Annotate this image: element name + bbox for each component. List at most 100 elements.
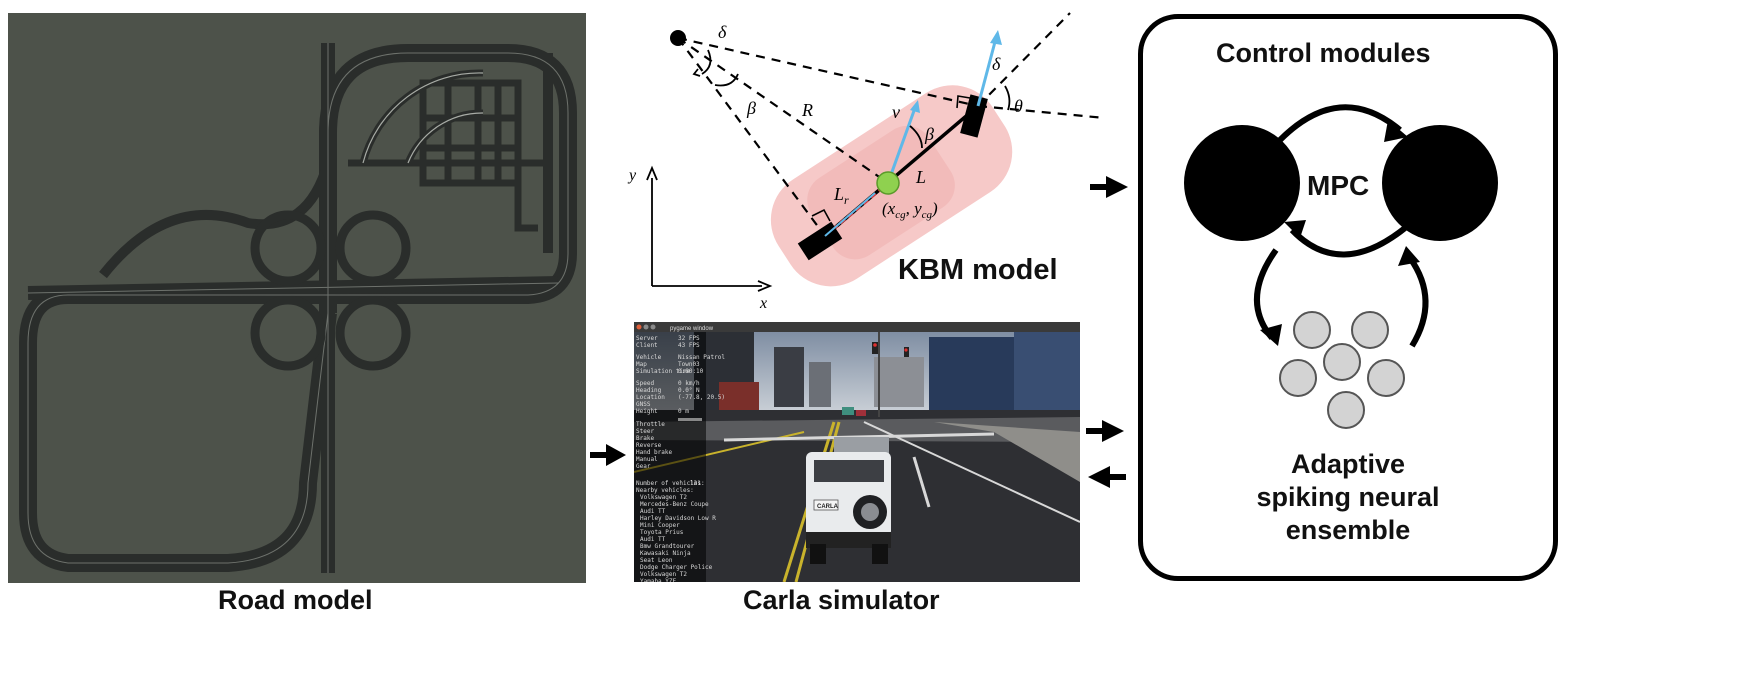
town-grid [348,69,548,232]
suv: CARLA [806,437,891,564]
neuron [1367,359,1405,397]
hud-nearby-vehicle: Harley Davidson Low R [640,515,716,522]
hud-nearby-vehicle: Volkswagen T2 [640,494,687,501]
hud-control-label: Brake [636,435,654,442]
cg-point [876,171,900,195]
icr-point [670,30,686,46]
hud-vehicles-title: Number of vehicles: [636,480,705,487]
hud-control-label: Manual [636,456,658,463]
mpc-label: MPC [1307,170,1370,201]
hud-value: 32 FPS [678,335,700,342]
front-velocity-arrow [976,37,998,107]
hud-label: Map [636,361,647,368]
hud-value: 0 m [678,408,689,415]
cg-symbol: (xcg, ycg) [882,199,938,221]
arrow-kbm-to-control [1090,176,1128,198]
beta-symbol-cg: β [924,124,934,144]
rear-axle-line [677,37,826,237]
hud-value: (-77.8, 20.5) [678,394,725,401]
hud-label: Simulation time [636,368,691,375]
neuron [1279,359,1317,397]
road-model-caption: Road model [218,585,373,615]
hud-nearby-vehicle: Kawasaki Ninja [640,550,691,557]
hud-label: Heading [636,387,662,394]
mpc-top-arrow [1277,104,1402,143]
hud-nearby-vehicle: Bmw Grandtourer [640,543,695,550]
hud-label: Vehicle [636,354,662,361]
control-modules-box [1138,14,1558,581]
hud-value: 0.0° N [678,387,700,394]
hud-value: 43 FPS [678,342,700,349]
hud-panel: Server 32 FPS Client 43 FPS Vehicle Nissan Pa… [636,335,725,582]
radius-line [677,37,889,184]
carla-scene: pygame window CA [634,322,1080,582]
arrow-carla-to-control [1086,420,1124,442]
snn-arrow-left [1253,248,1279,340]
hud-control-label: Reverse [636,442,662,449]
mpc-node-right [1382,125,1498,241]
radius-symbol: R [801,100,813,120]
hud-control-label: Gear [636,463,651,470]
front-axle-line [677,36,979,108]
velocity-arrow [886,107,917,184]
cloverleaf [250,210,411,371]
control-diagram [1184,104,1498,429]
neuron [1351,311,1389,349]
kbm-diagram: δ β R v β δ θ L Lr (xcg, ycg) y x [627,12,1106,308]
kbm-caption: KBM model [898,254,1058,286]
mpc-bottom-arrow [1289,225,1407,258]
velocity-symbol: v [892,102,900,122]
hud-vehicles-count: 131 [690,480,701,487]
snn-label-line-2: spiking neural [1256,482,1440,512]
rear-velocity-arrow [824,192,876,237]
road-upper-left [99,161,333,279]
neuron [1293,311,1331,349]
snn-arrow-right [1407,256,1429,348]
hud-control-label: Hand brake [636,449,673,456]
hud-label: Client [636,342,658,349]
hud-nearby-vehicle: Dodge Charger Police [640,564,713,571]
hud-value: Nissan Patrol [678,354,725,361]
control-modules-title: Control modules [1216,38,1431,68]
horizontal-ref-line [977,104,1106,120]
delta-arc-icr [701,49,712,75]
hud-value: 0 km/h [678,380,700,387]
arrow-to-carla [590,444,626,466]
hud-nearby-vehicle: Volkswagen T2 [640,571,687,578]
hud-value: 0:00:10 [678,368,704,375]
arrow-control-to-carla [1088,466,1126,488]
snn-label-line-1: Adaptive [1290,449,1406,479]
road-outer-loop [19,44,577,572]
hud-control-label: Steer [636,428,654,435]
lr-symbol: Lr [833,184,849,207]
license-plate: CARLA [817,504,839,510]
heading-line [977,12,1071,107]
hud-nearby-vehicle: Mini Cooper [640,522,680,529]
carla-screenshot: pygame window CA [634,322,1080,582]
hud-control-label: Throttle [636,421,665,428]
delta-symbol-icr: δ [718,22,727,42]
hud-label: Speed [636,380,654,387]
beta-symbol-icr: β [746,98,756,118]
neuron [1327,391,1365,429]
hud-label: Server [636,335,658,342]
beta-arc-icr [714,73,739,87]
theta-symbol: θ [1014,96,1023,116]
road-model-panel [8,13,586,583]
x-axis-label: x [759,295,767,308]
carla-caption: Carla simulator [743,585,940,615]
hud-nearby-vehicle: Mercedes-Benz Coupe [640,501,709,508]
snn-label-line-3: ensemble [1285,515,1411,545]
hud-nearby-vehicle: Audi TT [640,536,666,543]
hud-value: Town03 [678,361,700,368]
y-axis-label: y [627,167,637,184]
mpc-node-left [1184,125,1300,241]
hud-label: GNSS [636,401,651,408]
front-wheel [960,94,988,138]
snn-label: Adaptive spiking neural ensemble [1210,448,1486,547]
hud-nearby-vehicle: Toyota Prius [640,529,684,536]
hud-nearby-title: Nearby vehicles: [636,487,694,494]
window-title: pygame window [670,326,714,332]
hud-nearby-vehicle: Yamaha YZF [640,578,677,582]
hud-label: Height [636,408,658,415]
